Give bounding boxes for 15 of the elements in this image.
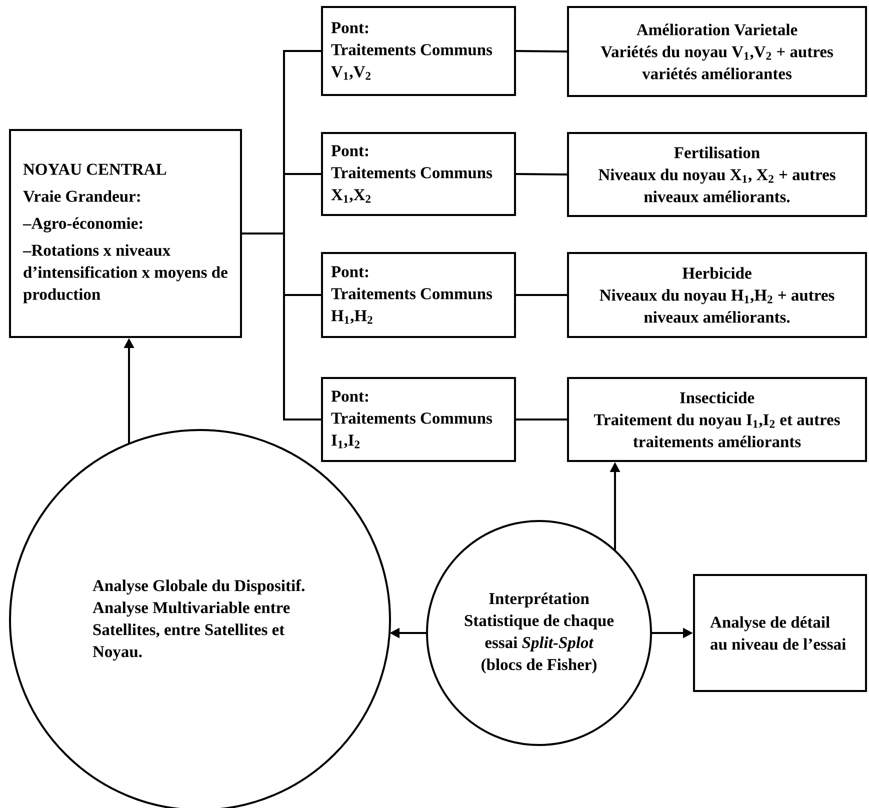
process-box: Pont: Traitements Communs X$_{1}$,X$_{2}$ [321,132,516,216]
process-box: Amélioration Varietale Variétés du noyau V$_{1}$,V$_{2}$ + autres variétés améliorantes [567,6,868,97]
connector-line [516,173,568,176]
process-box: Herbicide Niveaux du noyau H$_{1}$,H$_{2}$ + autres niveaux améliorants. [567,252,868,338]
process-box: Insecticide Traitement du noyau I$_{1}$,I$_{2}$ et autres traitements améliorants [567,377,868,462]
connector-line [516,50,568,52]
process-box: NOYAU CENTRAL Vraie Grandeur: –Agro-économie: –Rotations x niveaux d’intensification x moyens de production [9,129,242,338]
connector-line [242,232,321,420]
connector-line [516,294,567,296]
connector-line [516,418,567,420]
process-box: Pont: Traitements Communs I$_{1}$,I$_{2}$ [321,377,516,462]
process-box: Pont: Traitements Communs V$_{1}$,V$_{2}$ [321,6,516,96]
process-box: Analyse de détail au niveau de l’essai [693,574,868,692]
process-box: Pont: Traitements Communs H$_{1}$,H$_{2}$ [321,252,516,338]
process-box: Fertilisation Niveaux du noyau X$_{1}$, X$_{2}$ + autres niveaux améliorants. [567,132,868,217]
